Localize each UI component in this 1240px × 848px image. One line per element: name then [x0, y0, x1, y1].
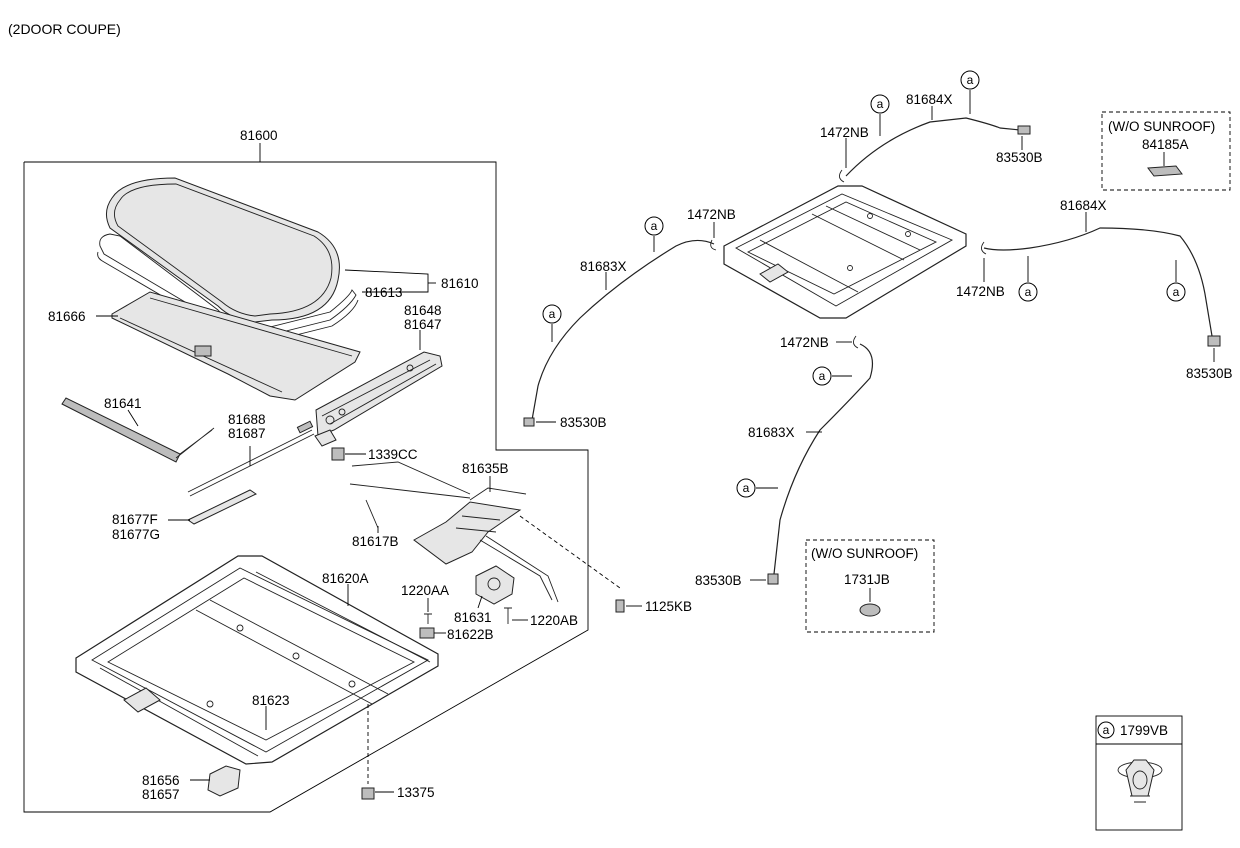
label-81647: 81647 [404, 317, 442, 332]
drain-hose-81683x-left [531, 239, 715, 421]
drain-fitting-83530b-left [523, 417, 535, 427]
label-81635b: 81635B [462, 461, 509, 476]
svg-text:a: a [819, 369, 826, 383]
motor-81631 [475, 565, 515, 605]
label-81648: 81648 [404, 303, 442, 318]
label-81620a: 81620A [322, 571, 369, 586]
label-81600: 81600 [240, 128, 278, 143]
drain-fitting-83530b-top [1017, 125, 1031, 135]
clamp-1472nb-a [710, 239, 717, 251]
nut-13375 [361, 787, 375, 800]
label-81631: 81631 [454, 610, 492, 625]
label-81613: 81613 [365, 285, 403, 300]
label-1125kb: 1125KB [645, 599, 692, 614]
label-81688: 81688 [228, 412, 266, 427]
callout-a-hose-right-a: a [1018, 256, 1038, 302]
diagram-title: (2DOOR COUPE) [8, 21, 121, 37]
label-83530b-left: 83530B [560, 415, 607, 430]
bracket-81677f [186, 489, 258, 525]
label-81666: 81666 [48, 309, 86, 324]
label-81656: 81656 [142, 773, 180, 788]
svg-text:a: a [967, 73, 974, 87]
label-1339cc: 1339CC [368, 447, 418, 462]
frame-81620a [75, 555, 439, 765]
label-81623: 81623 [252, 693, 290, 708]
drive-bracket-81635b [349, 461, 559, 603]
wo-sunroof-box-1731jb: (W/O SUNROOF) 1731JB [805, 539, 935, 633]
label-83530b-top: 83530B [996, 150, 1043, 165]
callout-a-hose-top-left: a [870, 94, 890, 136]
callout-a-hose-lower-top: a [812, 366, 852, 386]
label-1472nb-d: 1472NB [780, 335, 829, 350]
wo-sunroof-heading-1: (W/O SUNROOF) [1108, 119, 1215, 134]
clamp-1472nb-b [839, 169, 845, 183]
callout-a-hose-top-right: a [960, 70, 980, 114]
label-81657: 81657 [142, 787, 180, 802]
callout-a-hose-right-b: a [1166, 260, 1186, 302]
side-rail-81648 [314, 351, 443, 447]
svg-text:a: a [743, 481, 750, 495]
label-81684x-right: 81684X [1060, 198, 1107, 213]
svg-text:a: a [877, 97, 884, 111]
label-81683x-lower: 81683X [748, 425, 795, 440]
wo-sunroof-box-84185a: (W/O SUNROOF) 84185A [1101, 111, 1231, 191]
label-1731jb: 1731JB [844, 572, 890, 587]
label-13375: 13375 [397, 785, 435, 800]
clip-81622b [419, 627, 435, 639]
label-81684x-top: 81684X [906, 92, 953, 107]
screw-1220ab [504, 607, 512, 624]
label-81617b: 81617B [352, 534, 399, 549]
sunroof-frame-upper [723, 185, 967, 319]
label-1472nb-c: 1472NB [956, 284, 1005, 299]
bolt-1125kb [615, 599, 625, 613]
svg-text:a: a [549, 307, 556, 321]
callout-a-hose-left-mid: a [542, 304, 562, 342]
drain-hose-81684x-right [983, 227, 1213, 337]
callout-a-hose-left-top: a [644, 216, 664, 252]
bracket-81656 [207, 765, 241, 797]
callout-a-hose-lower-bottom: a [736, 478, 778, 498]
label-81622b: 81622B [447, 627, 494, 642]
svg-text:a: a [651, 219, 658, 233]
label-1220aa: 1220AA [401, 583, 449, 598]
svg-text:a: a [1025, 285, 1032, 299]
label-83530b-lower: 83530B [695, 573, 742, 588]
label-83530b-right: 83530B [1186, 366, 1233, 381]
screw-1220aa [424, 613, 432, 624]
clamp-1472nb-d [853, 335, 859, 349]
label-1220ab: 1220AB [530, 613, 578, 628]
label-1472nb-a: 1472NB [687, 207, 736, 222]
deflector-81641 [61, 397, 215, 463]
guide-81617b [365, 499, 379, 529]
label-1472nb-b: 1472NB [820, 125, 869, 140]
wo-sunroof-heading-2: (W/O SUNROOF) [811, 546, 918, 561]
nut-1339cc [331, 447, 345, 461]
label-81610: 81610 [441, 276, 479, 291]
clip-1799vb-icon [1117, 759, 1163, 803]
clamp-1472nb-c [981, 241, 987, 255]
label-81677f: 81677F [112, 512, 158, 527]
drain-fitting-83530b-right [1207, 335, 1221, 347]
label-84185a: 84185A [1142, 137, 1189, 152]
shade-81666 [111, 291, 361, 401]
label-81677g: 81677G [112, 527, 160, 542]
label-81683x-left: 81683X [580, 259, 627, 274]
legend-box-1799vb: a 1799VB [1095, 715, 1183, 831]
legend-letter: a [1103, 723, 1110, 737]
label-81641: 81641 [104, 396, 142, 411]
drain-hose-81683x-lower [773, 343, 873, 575]
glass-panel-81610 [106, 177, 340, 323]
drain-hose-81684x-top [845, 117, 1021, 177]
label-81687: 81687 [228, 426, 266, 441]
legend-part-1799vb: 1799VB [1120, 723, 1168, 738]
assembly-81600-boundary [23, 161, 589, 813]
drain-fitting-83530b-lower [767, 573, 779, 585]
svg-text:a: a [1173, 285, 1180, 299]
